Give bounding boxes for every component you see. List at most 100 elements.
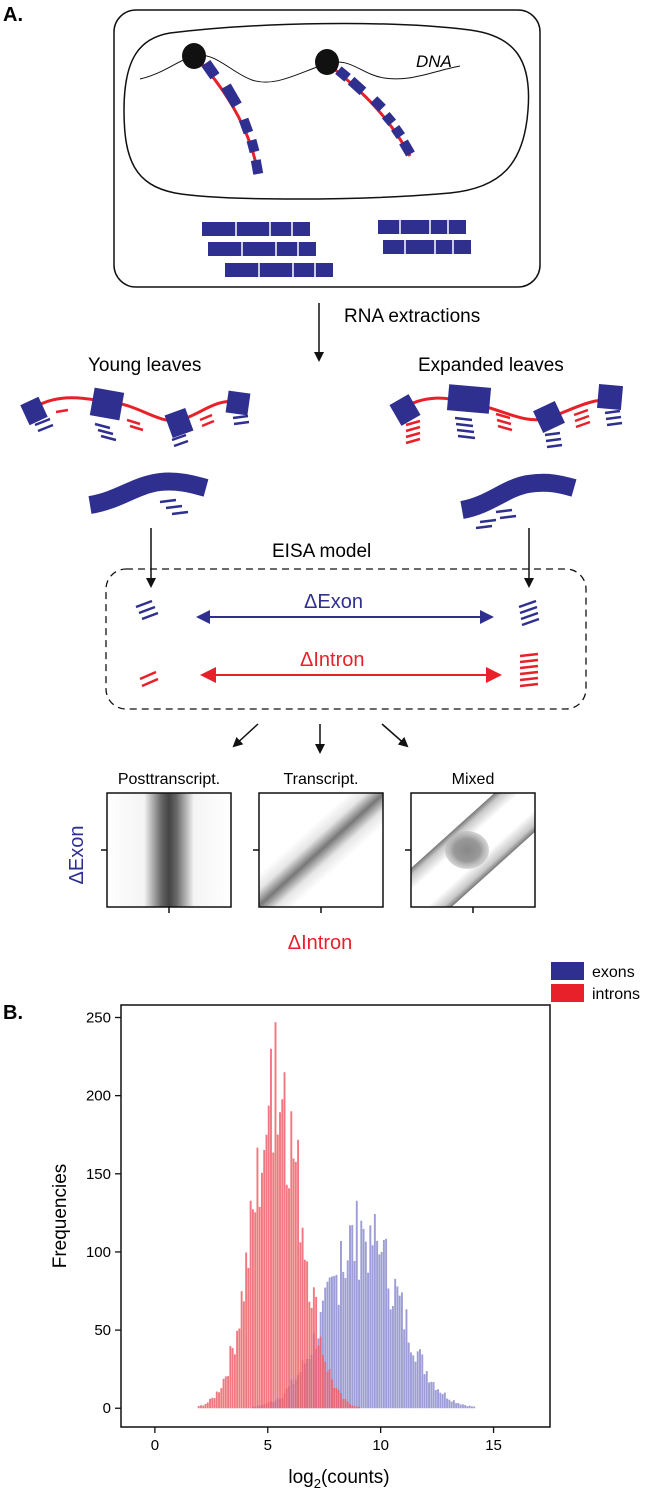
exons-bar [391,1306,394,1409]
introns-bar [267,1105,270,1409]
transcript-1-exons [201,60,264,175]
exons-bar [385,1238,388,1409]
exons-bar [333,1275,336,1409]
introns-bar [215,1391,218,1409]
introns-bar [319,1336,322,1409]
expanded-reads [405,408,623,449]
introns-bar [333,1387,336,1409]
transcript-2-exons [335,66,415,157]
eisa-young-exon-reads [135,599,159,621]
exons-bar [461,1404,464,1409]
exons-bar [367,1272,370,1409]
exons-bar [448,1399,451,1409]
exons-bar [459,1404,462,1409]
introns-bar [285,1184,288,1409]
eisa-expanded-exon-reads [518,599,540,627]
introns-bar [233,1354,236,1409]
exons-bar [355,1200,358,1409]
delta-intron-arrow [200,667,502,683]
exon-junctions [235,220,454,277]
y-tick-label: 50 [94,1322,111,1339]
introns-bar [274,1022,277,1409]
introns-bar [317,1345,320,1409]
introns-bar [224,1376,227,1409]
introns-bar [303,1259,306,1409]
exons-bar [405,1309,408,1409]
exons-bar [340,1241,342,1409]
y-tick-label: 0 [103,1400,111,1417]
introns-bar [213,1398,216,1409]
exons-bar [428,1382,430,1409]
expanded-mature-reads [475,508,517,530]
introns-bar [351,1405,354,1409]
exons-bar [358,1279,360,1409]
young-leaves-label: Young leaves [88,355,201,376]
legend-exons-label: exons [592,964,635,981]
exons-bar [330,1276,333,1409]
expanded-intron-strand [399,396,613,422]
young-mature-mrna [88,472,209,514]
introns-bar [294,1161,297,1409]
expanded-leaves-label: Expanded leaves [418,355,564,376]
exons-bar [452,1400,455,1409]
exons-bar [430,1381,433,1409]
histogram-x-label: log2(counts) [288,1467,389,1491]
introns-bar [299,1242,302,1409]
polymerase-2 [315,49,339,75]
exons-bar [403,1329,406,1409]
exons-bar [373,1214,376,1409]
model-posttranscript-plot [107,793,231,907]
introns-bar [276,1134,279,1409]
introns-bar [206,1402,209,1409]
exons-bar [457,1403,460,1409]
introns-bar [290,1111,293,1409]
transcript-2-intron [327,62,412,157]
introns-bar [256,1147,259,1409]
exons-bar [407,1342,410,1409]
exons-bar [376,1240,379,1409]
legend-introns-swatch [551,984,584,1002]
introns-bar [342,1399,345,1409]
exons-bar [324,1287,327,1409]
panel-b-label: B. [3,1002,23,1024]
introns-bar [231,1347,234,1409]
exons-bar [441,1394,444,1409]
introns-bar [247,1267,250,1409]
introns-bar [229,1346,232,1409]
introns-bar [260,1172,263,1409]
exons-bar [434,1390,437,1409]
introns-bar [330,1379,333,1409]
mature-mrnas-right [378,220,471,254]
exons-bar [400,1292,403,1409]
introns-bar [297,1139,300,1409]
introns-bar [272,1152,275,1409]
exons-bar [473,1406,476,1409]
x-tick-label: 5 [264,1437,272,1454]
exons-bar [398,1295,401,1409]
exons-bar [349,1225,351,1409]
introns-bar [209,1398,211,1409]
exons-bar [394,1278,397,1409]
introns-bar [346,1401,349,1409]
introns-bar [353,1405,356,1409]
exons-bar [387,1288,390,1409]
exons-bar [380,1251,383,1409]
exons-bar [364,1241,367,1409]
exons-bar [437,1389,440,1409]
introns-bar [197,1405,200,1409]
exons-bar [412,1355,415,1409]
exons-bar [337,1304,340,1409]
exons-bar [446,1398,449,1409]
histogram-frame [120,1004,551,1428]
exons-bar [432,1382,435,1409]
exons-bar [455,1403,458,1409]
delta-intron-label: ΔIntron [300,649,365,671]
introns-bar [202,1405,205,1409]
histogram-bars [197,1022,476,1409]
cell-box [113,9,541,288]
exons-bar [344,1278,347,1409]
exons-bar [410,1352,412,1409]
introns-bar [258,1206,261,1409]
exons-bar [335,1274,338,1409]
exons-bar [464,1405,467,1409]
